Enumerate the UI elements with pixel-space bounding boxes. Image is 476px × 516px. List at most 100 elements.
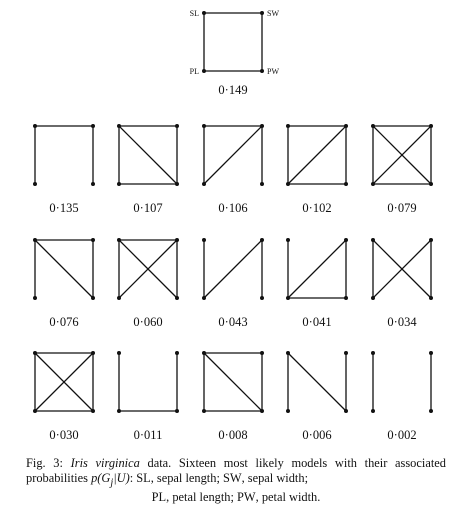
edge-sw-pl	[118, 239, 178, 299]
node-sw	[91, 124, 95, 128]
node-pl	[286, 409, 290, 413]
node-sw	[260, 124, 264, 128]
node-sl	[33, 351, 37, 355]
probability-label: 0·011	[134, 428, 163, 442]
node-pl	[202, 182, 206, 186]
probability-label: 0·107	[133, 201, 162, 215]
node-pl	[33, 182, 37, 186]
probability-label: 0·149	[218, 83, 247, 97]
node-pw	[344, 182, 348, 186]
model-graph-2: 0·135	[33, 124, 95, 215]
caption-pl: PL	[151, 490, 167, 505]
node-pl	[286, 296, 290, 300]
edge-sw-pl	[372, 125, 432, 185]
probability-label: 0·102	[302, 201, 331, 215]
node-pl	[371, 409, 375, 413]
model-graph-10: 0·041	[286, 238, 348, 329]
node-sw	[429, 351, 433, 355]
caption-fig-label: Fig. 3:	[26, 456, 63, 470]
node-pl	[286, 182, 290, 186]
node-sw	[91, 351, 95, 355]
model-graph-6: 0·079	[371, 124, 433, 215]
edge-sl-pw	[203, 352, 263, 412]
edge-sw-pl	[203, 239, 263, 299]
node-sl	[202, 11, 206, 15]
node-pl	[117, 296, 121, 300]
model-graph-5: 0·102	[286, 124, 348, 215]
probability-label: 0·030	[49, 428, 78, 442]
node-sl	[286, 238, 290, 242]
model-graph-9: 0·043	[202, 238, 264, 329]
node-sl	[202, 238, 206, 242]
node-pw	[260, 296, 264, 300]
probability-label: 0·106	[218, 201, 247, 215]
node-sw	[344, 238, 348, 242]
node-pl	[117, 182, 121, 186]
model-graph-12: 0·030	[33, 351, 95, 442]
node-pl	[33, 296, 37, 300]
probability-label: 0·002	[387, 428, 416, 442]
caption-text: data. Sixteen most likely models with th…	[26, 456, 446, 485]
node-pw	[91, 409, 95, 413]
node-pl	[117, 409, 121, 413]
probability-label: 0·034	[387, 315, 417, 329]
node-sl	[202, 351, 206, 355]
caption-dataset: Iris virginica	[70, 456, 140, 470]
caption-sw: SW	[223, 471, 242, 485]
node-sw	[260, 351, 264, 355]
node-pw	[175, 409, 179, 413]
node-pl	[202, 296, 206, 300]
caption-prob-expr: p(Gj|U)	[91, 471, 130, 489]
node-sw	[344, 351, 348, 355]
model-graph-7: 0·076	[33, 238, 95, 329]
probability-label: 0·079	[387, 201, 416, 215]
node-sw	[429, 238, 433, 242]
edge-sw-pl	[287, 125, 347, 185]
probability-label: 0·006	[302, 428, 331, 442]
node-pw	[429, 296, 433, 300]
model-graph-8: 0·060	[117, 238, 179, 329]
caption-sl: SL	[136, 471, 151, 485]
edge-sw-pl	[34, 352, 94, 412]
node-sw	[429, 124, 433, 128]
model-graph-4: 0·106	[202, 124, 264, 215]
node-sl	[202, 124, 206, 128]
edge-sl-pw	[118, 125, 178, 185]
model-graph-3: 0·107	[117, 124, 179, 215]
node-sw	[175, 124, 179, 128]
edge-sl-pw	[34, 239, 94, 299]
node-label-pl: PL	[190, 67, 199, 76]
node-pl	[33, 409, 37, 413]
node-label-sl: SL	[190, 9, 199, 18]
probability-label: 0·060	[133, 315, 162, 329]
node-pw	[429, 409, 433, 413]
edge-sw-pl	[372, 239, 432, 299]
node-sl	[33, 124, 37, 128]
probability-label: 0·008	[218, 428, 247, 442]
node-sw	[91, 238, 95, 242]
figure-caption: Fig. 3: Iris virginica data. Sixteen mos…	[26, 456, 446, 505]
node-pl	[202, 409, 206, 413]
edge-sl-pw	[287, 352, 347, 412]
probability-label: 0·135	[49, 201, 78, 215]
node-sl	[371, 124, 375, 128]
probability-label: 0·043	[218, 315, 247, 329]
node-pw	[344, 409, 348, 413]
node-pw	[175, 182, 179, 186]
node-sl	[117, 351, 121, 355]
node-sl	[286, 351, 290, 355]
model-graph-11: 0·034	[371, 238, 433, 329]
model-graph-13: 0·011	[117, 351, 179, 442]
node-pw	[175, 296, 179, 300]
node-pl	[371, 182, 375, 186]
node-sw	[344, 124, 348, 128]
node-pl	[371, 296, 375, 300]
node-pw	[260, 409, 264, 413]
node-pw	[429, 182, 433, 186]
caption-pw: PW	[237, 490, 256, 505]
node-pl	[202, 69, 206, 73]
probability-label: 0·076	[49, 315, 78, 329]
node-sl	[371, 351, 375, 355]
edge-sw-pl	[287, 239, 347, 299]
